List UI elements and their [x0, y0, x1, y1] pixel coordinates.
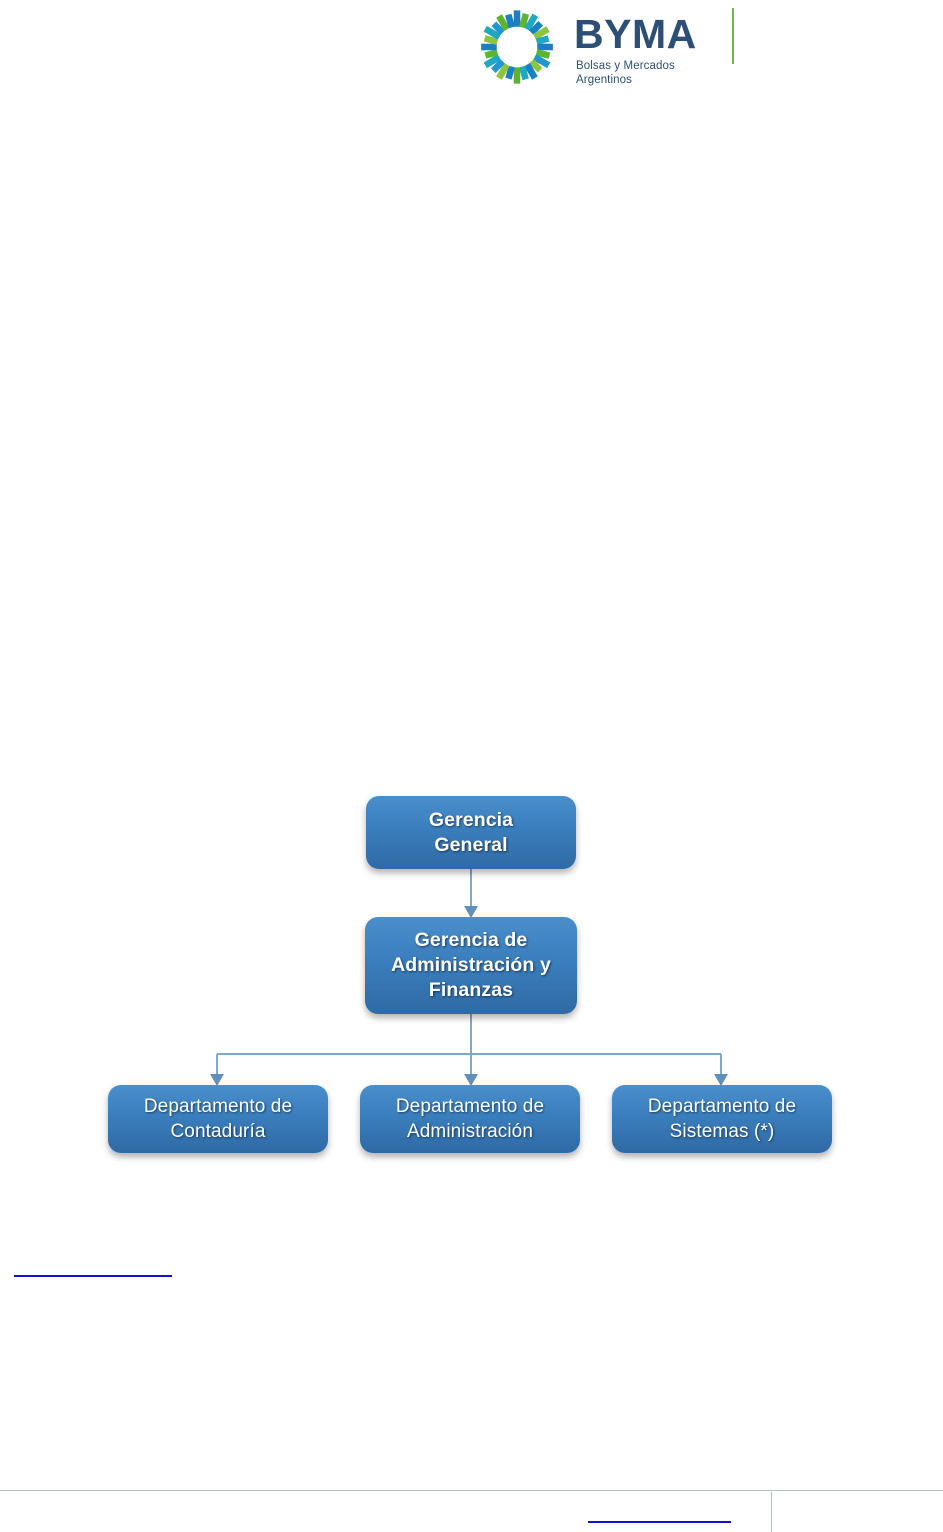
- org-node-label: Gerencia de Administración y Finanzas: [391, 929, 551, 1001]
- org-node-label: Departamento de Sistemas (*): [647, 1095, 797, 1142]
- footer-horizontal-rule: [0, 1490, 943, 1491]
- org-node-label: Departamento de Administración: [395, 1095, 545, 1142]
- org-node-departamento-administracion[interactable]: Departamento de Administración: [360, 1085, 580, 1153]
- org-node-label: Gerencia General: [428, 808, 514, 856]
- org-node-label: Departamento de Contaduría: [143, 1095, 293, 1142]
- org-node-gerencia-general[interactable]: Gerencia General: [366, 796, 576, 869]
- byma-tagline: Bolsas y Mercados Argentinos: [576, 60, 675, 87]
- org-node-gerencia-administracion-finanzas[interactable]: Gerencia de Administración y Finanzas: [365, 917, 577, 1014]
- footer-hyperlink-underline[interactable]: [588, 1521, 731, 1523]
- byma-logo: BYMA Bolsas y Mercados Argentinos: [478, 6, 738, 88]
- footer-vertical-divider: [771, 1492, 772, 1532]
- org-node-departamento-contaduria[interactable]: Departamento de Contaduría: [108, 1085, 328, 1153]
- logo-vertical-divider: [732, 8, 734, 64]
- byma-wordmark: BYMA: [574, 11, 697, 57]
- byma-ring-icon: [478, 8, 556, 86]
- body-hyperlink-underline[interactable]: [14, 1275, 172, 1277]
- org-node-departamento-sistemas[interactable]: Departamento de Sistemas (*): [612, 1085, 832, 1153]
